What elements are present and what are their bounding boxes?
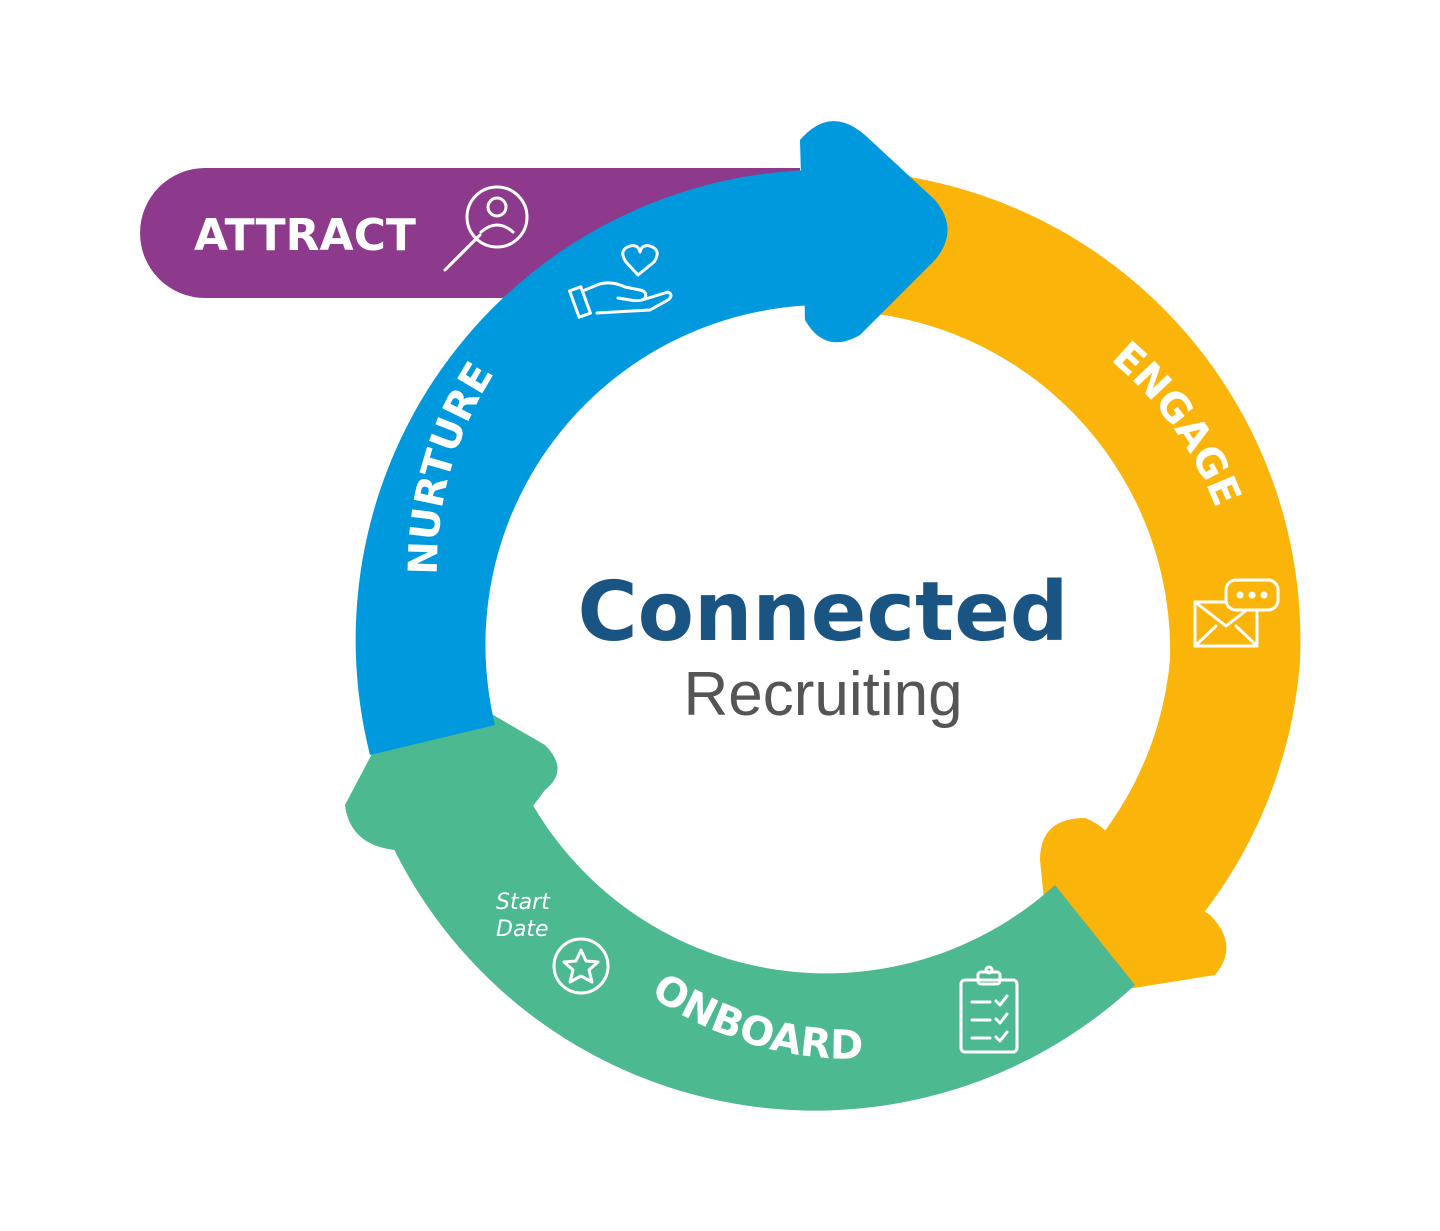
hand-heart-icon — [568, 244, 673, 319]
nurture-band — [355, 170, 830, 755]
nurture-arrow-head — [800, 121, 948, 343]
person-search-icon — [443, 185, 529, 272]
diagram-title: Connected — [578, 565, 1069, 660]
attract-label: ATTRACT — [194, 210, 416, 261]
star-badge-icon — [552, 937, 610, 995]
clipboard-checklist-icon — [959, 965, 1019, 1054]
envelope-chat-icon — [1193, 578, 1280, 648]
engage-band — [860, 175, 1301, 985]
start-date-line1: Start — [496, 890, 551, 915]
diagram-subtitle: Recruiting — [683, 660, 962, 729]
onboard-band — [385, 770, 1135, 1111]
start-date-line2: Date — [496, 917, 549, 942]
